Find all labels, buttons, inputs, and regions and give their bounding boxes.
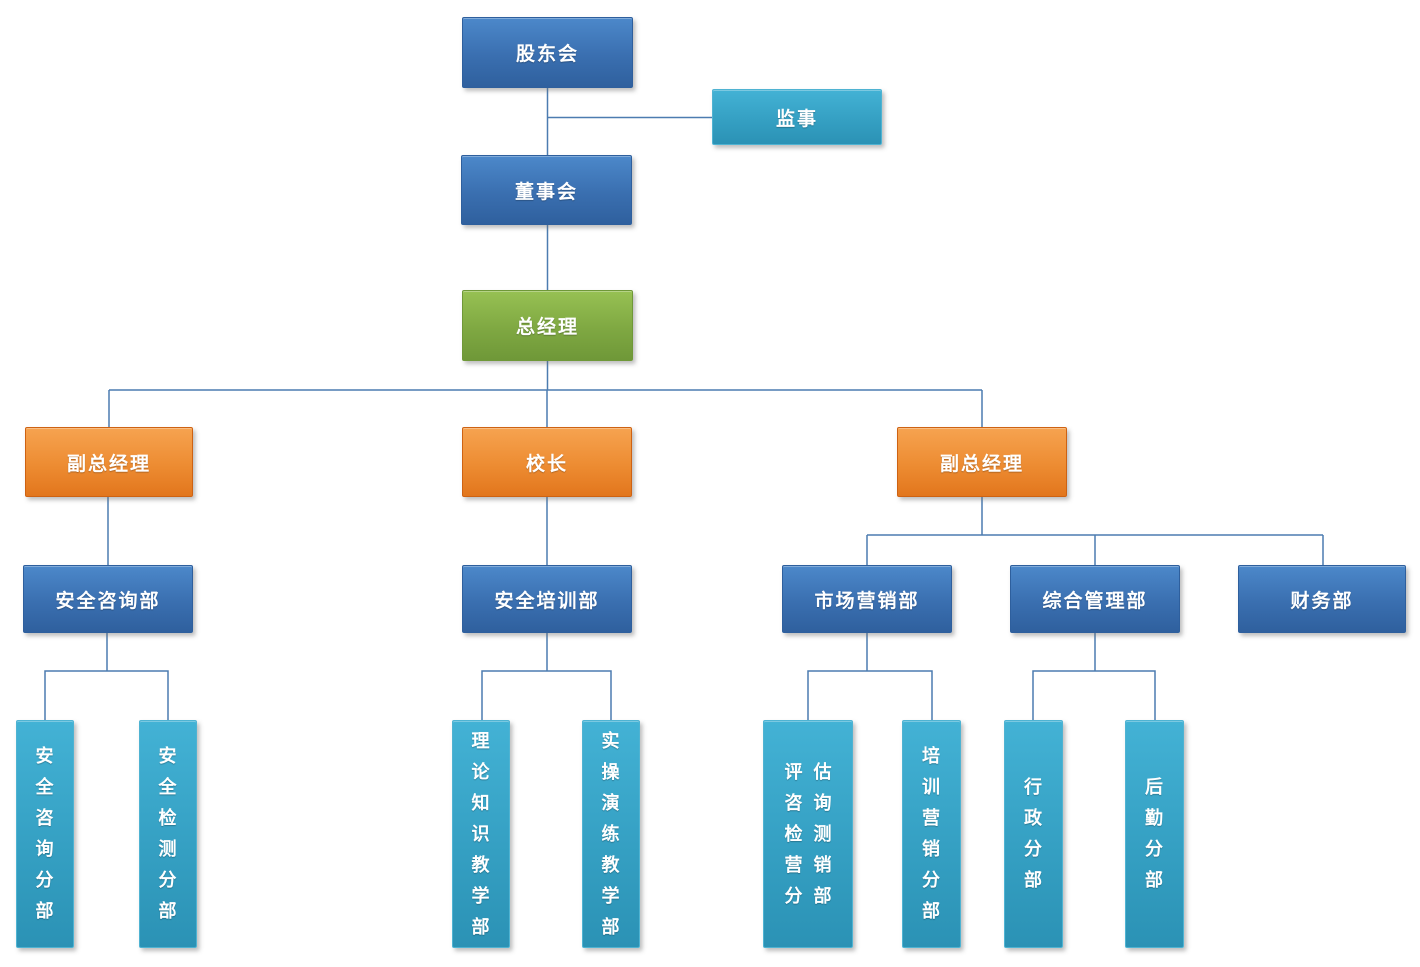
node-label: 后 勤 分 部 bbox=[1145, 777, 1164, 890]
node-general-manager: 总经理 bbox=[462, 290, 633, 361]
node-deputy-gm-right: 副总经理 bbox=[897, 427, 1067, 497]
connector-gm-bus bbox=[108, 361, 983, 427]
node-dept-marketing: 市场营销部 bbox=[782, 565, 952, 633]
node-supervisor: 监事 bbox=[712, 89, 882, 145]
node-branch-practical-teaching: 实 操 演 练 教 学 部 bbox=[582, 720, 640, 948]
node-label: 理 论 知 识 教 学 部 bbox=[471, 730, 491, 937]
node-dept-general-admin: 综合管理部 bbox=[1010, 565, 1180, 633]
node-label: 安 全 检 测 分 部 bbox=[158, 746, 178, 921]
node-branch-theory-teaching: 理 论 知 识 教 学 部 bbox=[452, 720, 510, 948]
node-branch-training-marketing: 培 训 营 销 分 部 bbox=[902, 720, 961, 948]
node-principal: 校长 bbox=[462, 427, 632, 497]
node-label: 行 政 分 部 bbox=[1024, 777, 1043, 890]
node-label: 培 训 营 销 分 部 bbox=[922, 746, 941, 921]
connector-consulting-branches bbox=[44, 633, 169, 720]
node-branch-logistics: 后 勤 分 部 bbox=[1125, 720, 1184, 948]
node-label: 董事会 bbox=[514, 181, 578, 203]
node-deputy-gm-left: 副总经理 bbox=[25, 427, 193, 497]
node-label: 监事 bbox=[775, 108, 818, 130]
node-label: 总经理 bbox=[515, 317, 579, 338]
node-label: 安 全 咨 询 分 部 bbox=[35, 746, 55, 921]
node-label: 财务部 bbox=[1290, 590, 1354, 612]
node-branch-administration: 行 政 分 部 bbox=[1004, 720, 1063, 948]
node-label: 股东会 bbox=[515, 44, 579, 65]
node-branch-safety-consulting: 安 全 咨 询 分 部 bbox=[16, 720, 74, 948]
node-label: 综合管理部 bbox=[1042, 590, 1148, 612]
node-label: 安全咨询部 bbox=[55, 590, 161, 612]
node-label: 副总经理 bbox=[939, 453, 1024, 475]
connector-admin-branches bbox=[1032, 633, 1156, 720]
node-dept-safety-consulting: 安全咨询部 bbox=[23, 565, 193, 633]
node-shareholders: 股东会 bbox=[462, 17, 633, 88]
connector-training-branches bbox=[481, 633, 612, 720]
node-branch-eval-marketing: 评估 咨询 检测 营销 分部 bbox=[763, 720, 853, 948]
node-dept-safety-training: 安全培训部 bbox=[462, 565, 632, 633]
node-label: 安全培训部 bbox=[494, 590, 600, 612]
node-board: 董事会 bbox=[461, 155, 632, 225]
connector-marketing-branches bbox=[807, 633, 933, 720]
node-label: 评估 咨询 检测 营销 分部 bbox=[784, 761, 843, 906]
node-label: 市场营销部 bbox=[814, 590, 920, 612]
node-label: 副总经理 bbox=[66, 453, 151, 475]
node-dept-finance: 财务部 bbox=[1238, 565, 1406, 633]
node-label: 实 操 演 练 教 学 部 bbox=[601, 730, 621, 937]
node-branch-safety-testing: 安 全 检 测 分 部 bbox=[139, 720, 197, 948]
connector-vgmright-bus bbox=[866, 497, 1324, 565]
node-label: 校长 bbox=[525, 453, 568, 475]
